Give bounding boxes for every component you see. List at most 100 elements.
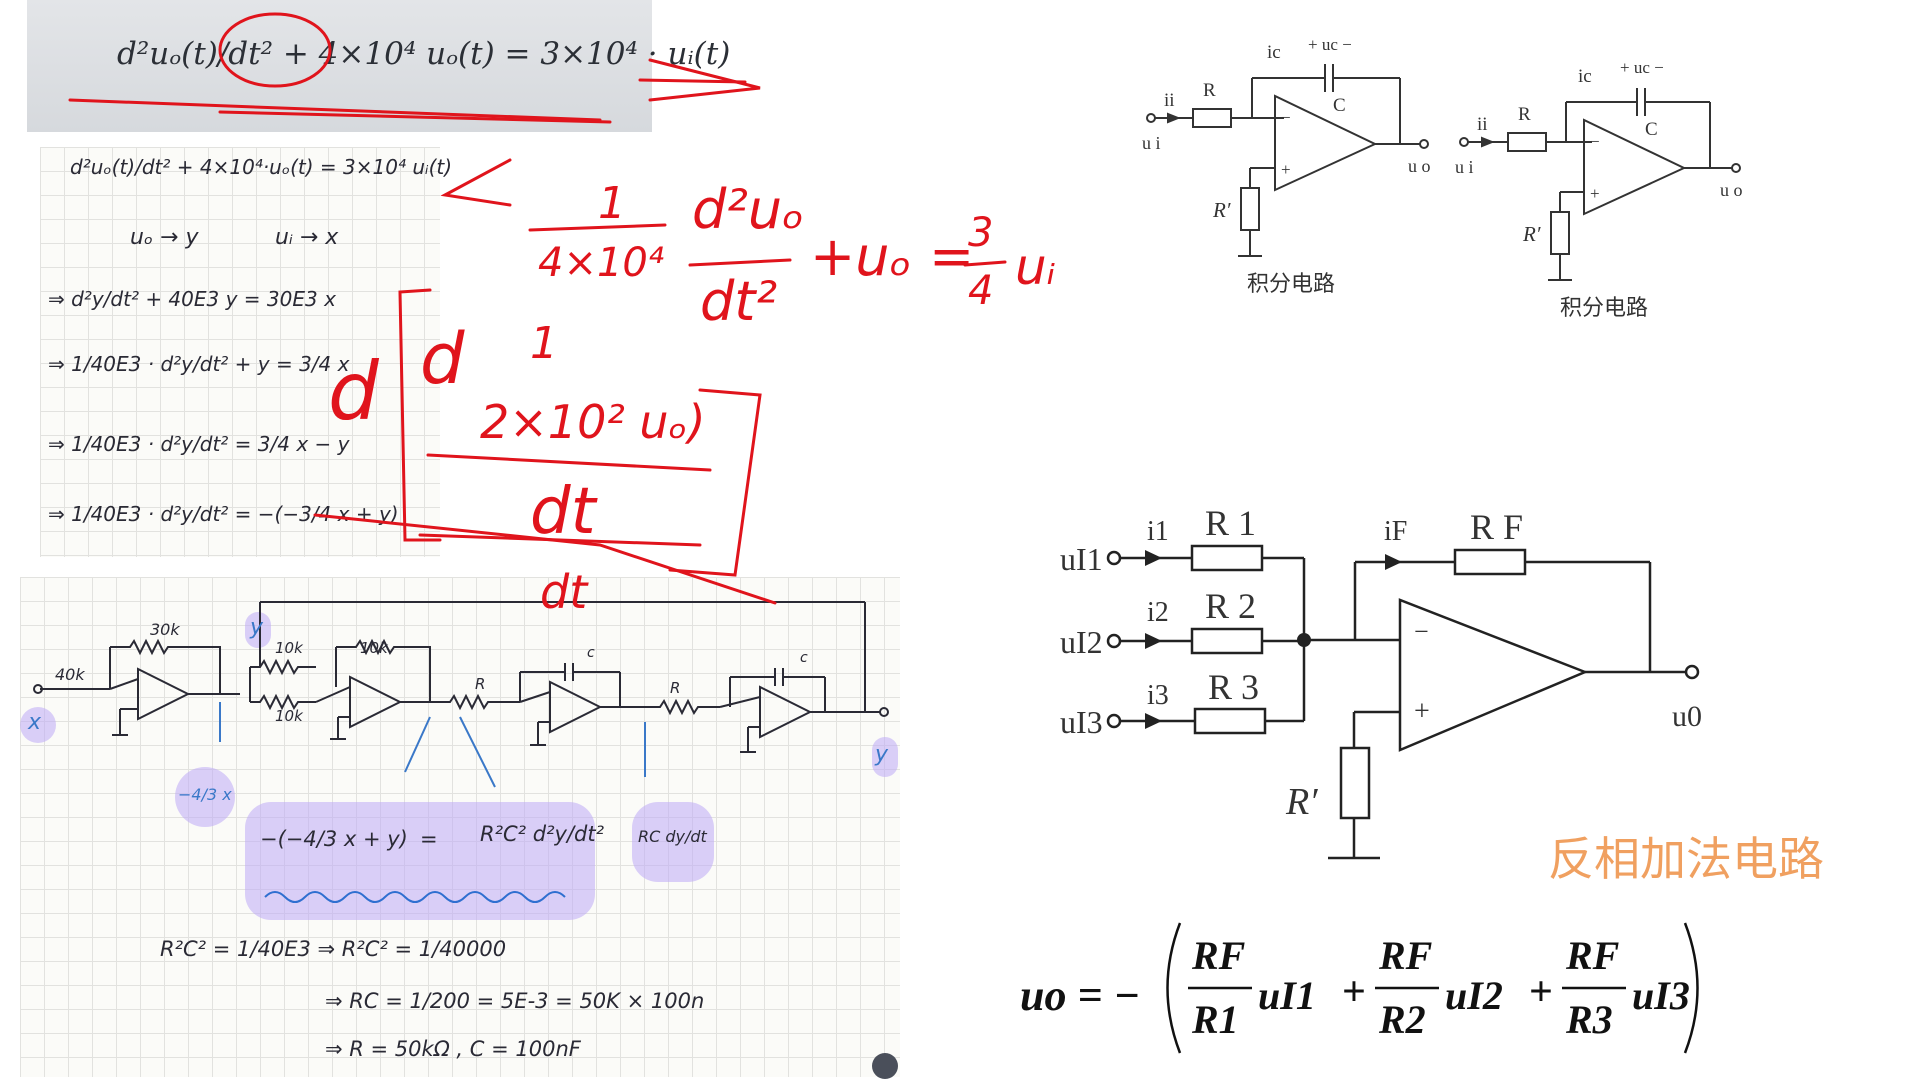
r-label-2: R xyxy=(1518,104,1531,125)
formula-u1: uI1 xyxy=(1258,973,1316,1018)
rprime-label: R′ xyxy=(1286,781,1318,823)
ii-label-2: ii xyxy=(1477,114,1488,135)
calc-line-1: R²C² = 1/40E3 ⇒ R²C² = 1/40000 xyxy=(160,937,507,961)
x-label: x xyxy=(28,710,42,735)
calc-line-2: ⇒ RC = 1/200 = 5E-3 = 50K × 100n xyxy=(325,989,705,1013)
summing-title: 反相加法电路 xyxy=(1548,832,1824,886)
note-line-1: d²uₒ(t)/dt² + 4×10⁴·uₒ(t) = 3×10⁴ uᵢ(t) xyxy=(70,155,453,179)
c-label-b: c xyxy=(800,650,808,666)
red-eq-frac-num: d²uₒ xyxy=(692,178,805,241)
r10k-label-a: 10k xyxy=(275,639,303,657)
highlight-y-top xyxy=(245,612,271,648)
formula-rf2: RF xyxy=(1379,933,1433,978)
r1-label: R 1 xyxy=(1205,503,1257,543)
red-eq-rest: +uₒ = xyxy=(810,225,975,288)
uc-label-2: + uc − xyxy=(1620,58,1664,77)
i2-label: i2 xyxy=(1147,597,1169,628)
notes-top: d²uₒ(t)/dt² + 4×10⁴·uₒ(t) = 3×10⁴ uᵢ(t) … xyxy=(40,147,452,557)
red-inner-frac: 2×10² uₒ) xyxy=(480,395,706,449)
uo-label-1: u o xyxy=(1408,156,1431,176)
if-label: iF xyxy=(1384,516,1408,547)
caption-1: 积分电路 xyxy=(1247,272,1336,297)
y-label-right: y xyxy=(875,742,889,767)
note-line-2a: uₒ → y xyxy=(130,225,199,250)
red-d-inner: d xyxy=(420,318,465,400)
uo-label-2: u o xyxy=(1720,180,1743,200)
red-eq-rhs-den: 4 xyxy=(968,268,994,314)
formula-r3: R3 xyxy=(1566,997,1613,1042)
r10k-label-b: 10k xyxy=(360,639,388,657)
summing-formula: uo = − RF R1 uI1 + RF R2 uI2 + RF R3 uI3 xyxy=(1020,918,1740,1058)
red-eq-num: 1 xyxy=(598,178,626,229)
note-line-3: ⇒ d²y/dt² + 40E3 y = 30E3 x xyxy=(48,287,336,311)
note-line-6: ⇒ 1/40E3 · d²y/dt² = −(−3/4 x + y) xyxy=(48,502,399,526)
formula-plus-2: + xyxy=(1529,969,1553,1015)
red-inner-den: dt xyxy=(530,475,596,549)
formula-u2: uI2 xyxy=(1445,973,1503,1018)
plus-label: + xyxy=(1414,696,1430,727)
minus-label-1: − xyxy=(1281,108,1291,127)
red-outer-den: dt xyxy=(540,565,588,619)
uo-label: u0 xyxy=(1672,700,1702,733)
ic-label-2: ic xyxy=(1578,66,1592,87)
formula-lines xyxy=(1166,922,1699,1054)
sketch-circuit xyxy=(33,601,889,903)
notes-bottom: 30k 40k 10k 10k 10k R R c c x y y −4/3 x… xyxy=(20,577,900,1077)
ui1-label: uI1 xyxy=(1060,541,1103,577)
highlight-left-text: −(−4/3 x + y) xyxy=(260,827,408,851)
r2-label: R 2 xyxy=(1205,586,1257,626)
ui-label-2: u i xyxy=(1455,157,1474,177)
formula-r1: R1 xyxy=(1192,997,1239,1042)
red-d-outer: d xyxy=(328,345,379,438)
uc-label-1: + uc − xyxy=(1308,35,1352,54)
rprime-label-2: R′ xyxy=(1523,222,1541,246)
i1-label: i1 xyxy=(1147,516,1169,547)
ic-label-1: ic xyxy=(1267,42,1281,63)
red-eq-den: 4×10⁴ xyxy=(538,240,664,286)
highlight-right-text: R²C² d²y/dt² xyxy=(480,822,605,846)
c-label-1: C xyxy=(1333,95,1346,116)
red-eq-rhs-num: 3 xyxy=(968,210,994,256)
r-label-1: R xyxy=(1203,80,1216,101)
rf-label: R F xyxy=(1470,507,1524,547)
corner-button[interactable] xyxy=(872,1053,898,1079)
ui2-label: uI2 xyxy=(1060,624,1103,660)
formula-rf3: RF xyxy=(1566,933,1620,978)
formula-rf1: RF xyxy=(1192,933,1246,978)
formula-lhs: uo = − xyxy=(1020,971,1141,1020)
r-label-b: R xyxy=(670,679,681,697)
minus-label-2: − xyxy=(1590,132,1600,151)
ii-label-1: ii xyxy=(1164,90,1175,111)
r10k-label-c: 10k xyxy=(275,707,303,725)
minus-label: − xyxy=(1414,617,1429,646)
c-label-2: C xyxy=(1645,119,1658,140)
ui3-label: uI3 xyxy=(1060,704,1103,740)
y-label-top: y xyxy=(250,615,264,640)
i3-label: i3 xyxy=(1147,680,1169,711)
gain-label: −4/3 x xyxy=(178,785,232,804)
highlight-y-right xyxy=(872,737,898,777)
r40k-label: 40k xyxy=(55,665,85,684)
formula-plus-1: + xyxy=(1342,969,1366,1015)
plus-label-2: + xyxy=(1590,184,1600,203)
note-line-2b: uᵢ → x xyxy=(275,225,339,250)
plus-label-1: + xyxy=(1281,160,1291,179)
note-line-4: ⇒ 1/40E3 · d²y/dt² + y = 3/4 x xyxy=(48,352,350,376)
red-eq-frac-den: dt² xyxy=(700,270,778,333)
ui-label-1: u i xyxy=(1142,133,1161,153)
formula-r2: R2 xyxy=(1379,997,1426,1042)
highlight-eq-text: = xyxy=(420,827,438,851)
c-label-a: c xyxy=(587,645,595,661)
highlight-gain xyxy=(175,767,235,827)
r3-label: R 3 xyxy=(1208,667,1260,707)
r-label-a: R xyxy=(475,675,486,693)
calc-line-3: ⇒ R = 50kΩ , C = 100nF xyxy=(325,1037,581,1061)
highlight-x xyxy=(20,707,56,743)
formula-u3: uI3 xyxy=(1632,973,1690,1018)
red-inner-num: 1 xyxy=(530,318,558,369)
note-line-5: ⇒ 1/40E3 · d²y/dt² = 3/4 x − y xyxy=(48,432,350,456)
caption-2: 积分电路 xyxy=(1560,296,1649,321)
